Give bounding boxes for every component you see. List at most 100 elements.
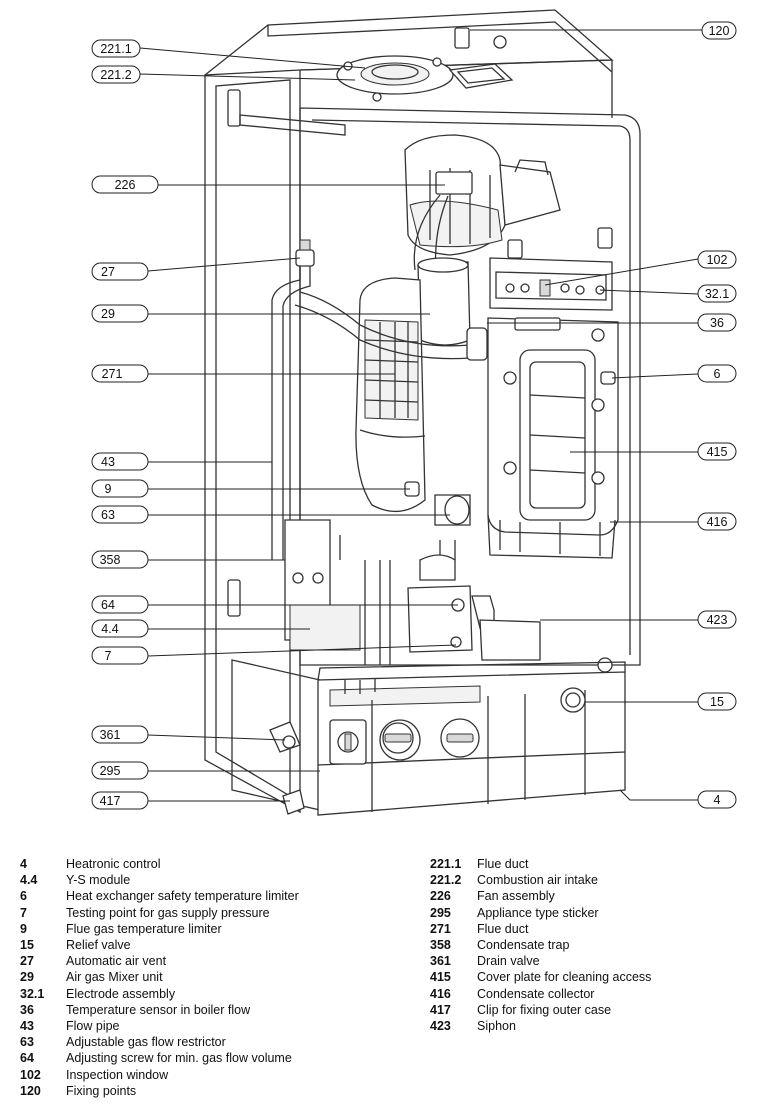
legend-desc: Clip for fixing outer case xyxy=(477,1002,612,1017)
callout-6: 6 xyxy=(697,364,737,383)
callout-361-label: 361 xyxy=(100,728,121,742)
legend-code: 4 xyxy=(20,857,27,871)
callout-417-label: 417 xyxy=(100,794,121,808)
legend-code: 6 xyxy=(20,889,27,904)
callout-64-label: 64 xyxy=(101,598,115,612)
legend-code: 102 xyxy=(20,1067,41,1082)
legend-desc: Heat exchanger safety temperature limite… xyxy=(66,889,299,904)
callout-63-label: 63 xyxy=(101,508,115,522)
leader-lines xyxy=(139,29,702,802)
legend-desc: Heatronic control xyxy=(66,857,161,871)
legend-code: 416 xyxy=(430,986,451,1001)
legend-row: 6 Heat exchanger safety temperature limit… xyxy=(20,888,400,904)
legend-row: 15 Relief valve xyxy=(20,937,400,953)
legend-desc: Testing point for gas supply pressure xyxy=(66,905,270,920)
legend-code: 226 xyxy=(430,889,451,904)
callout-415: 415 xyxy=(697,442,737,461)
callout-416-label: 416 xyxy=(707,515,728,529)
legend-row: 32.1 Electrode assembly xyxy=(20,986,400,1002)
callout-27-label: 27 xyxy=(101,265,115,279)
legend-row: 271 Flue duct xyxy=(430,921,760,937)
legend-row: 64 Adjusting screw for min. gas flow volu… xyxy=(20,1050,400,1066)
legend-desc: Inspection window xyxy=(66,1067,169,1082)
legend-desc: Siphon xyxy=(477,1019,516,1034)
callout-417: 417 xyxy=(91,791,149,810)
legend-code: 7 xyxy=(20,905,27,920)
legend-row: 361 Drain valve xyxy=(430,953,760,969)
legend-desc: Appliance type sticker xyxy=(477,905,599,920)
legend-row: 43 Flow pipe xyxy=(20,1018,400,1034)
callout-29-label: 29 xyxy=(101,307,115,321)
callout-271-label: 271 xyxy=(102,367,123,381)
callout-36: 36 xyxy=(697,313,737,332)
callout-295-label: 295 xyxy=(100,764,121,778)
boiler-drawing xyxy=(204,9,641,816)
callout-43: 43 xyxy=(91,452,149,471)
legend-desc: Flow pipe xyxy=(66,1019,120,1034)
legend-code: 63 xyxy=(20,1035,34,1050)
callout-226-label: 226 xyxy=(115,178,136,192)
callout-32-1: 32.1 xyxy=(697,284,737,303)
legend-row: 27 Automatic air vent xyxy=(20,953,400,969)
callout-416: 416 xyxy=(697,512,737,531)
legend-desc: Automatic air vent xyxy=(66,954,167,969)
legend-desc: Relief valve xyxy=(66,938,131,953)
legend-row: 221.2 Combustion air intake xyxy=(430,872,760,888)
callout-271: 271 xyxy=(91,364,149,383)
callout-423-label: 423 xyxy=(707,613,728,627)
legend-code: 15 xyxy=(20,938,34,953)
legend-code: 43 xyxy=(20,1019,34,1034)
legend-desc: Condensate trap xyxy=(477,938,570,953)
callout-36-label: 36 xyxy=(710,316,724,330)
callout-120: 120 xyxy=(701,21,737,40)
legend-desc: Flue duct xyxy=(477,921,529,936)
legend-row: 102 Inspection window xyxy=(20,1067,400,1083)
callout-221-1-label: 221.1 xyxy=(100,42,131,56)
legend-code: 221.2 xyxy=(430,873,462,888)
callout-361: 361 xyxy=(91,725,149,744)
legend-code: 415 xyxy=(430,970,451,985)
legend-code: 29 xyxy=(20,970,34,985)
legend-code: 221.1 xyxy=(430,857,462,871)
callout-7: 7 xyxy=(91,646,149,665)
legend-row: 295 Appliance type sticker xyxy=(430,905,760,921)
legend-code: 32.1 xyxy=(20,986,45,1001)
callout-226: 226 xyxy=(91,175,159,194)
legend-desc: Flue gas temperature limiter xyxy=(66,921,222,936)
callout-4-4: 4.4 xyxy=(91,619,149,638)
callout-415-label: 415 xyxy=(707,445,728,459)
callout-221-2: 221.2 xyxy=(91,65,141,84)
legend-row: 358 Condensate trap xyxy=(430,937,760,953)
callout-221-2-label: 221.2 xyxy=(100,68,131,82)
legend-code: 9 xyxy=(20,921,27,936)
legend-desc: Electrode assembly xyxy=(66,986,176,1001)
legend-code: 358 xyxy=(430,938,451,953)
callout-9-label: 9 xyxy=(105,482,112,496)
legend-desc: Air gas Mixer unit xyxy=(66,970,163,985)
legend-row: 120 Fixing points xyxy=(20,1083,400,1099)
callout-358-label: 358 xyxy=(100,553,121,567)
legend-code: 64 xyxy=(20,1051,34,1066)
legend-row: 29 Air gas Mixer unit xyxy=(20,969,400,985)
legend-code: 295 xyxy=(430,905,451,920)
callout-9: 9 xyxy=(91,479,149,498)
legend-desc: Adjusting screw for min. gas flow volume xyxy=(66,1051,292,1066)
legend-code: 120 xyxy=(20,1083,41,1098)
legend-desc: Adjustable gas flow restrictor xyxy=(66,1035,226,1050)
legend-desc: Fixing points xyxy=(66,1083,137,1098)
callout-7-label: 7 xyxy=(105,649,112,663)
legend-desc: Combustion air intake xyxy=(477,873,598,888)
legend-desc: Fan assembly xyxy=(477,889,555,904)
callout-221-1: 221.1 xyxy=(91,39,141,58)
legend-desc: Drain valve xyxy=(477,954,540,969)
callout-358: 358 xyxy=(91,550,149,569)
legend-desc: Flue duct xyxy=(477,857,529,871)
legend-code: 271 xyxy=(430,921,451,936)
legend-code: 361 xyxy=(430,954,451,969)
legend-row: 9 Flue gas temperature limiter xyxy=(20,921,400,937)
legend-code: 27 xyxy=(20,954,34,969)
legend-code: 417 xyxy=(430,1002,451,1017)
callout-4-4-label: 4.4 xyxy=(101,622,118,636)
